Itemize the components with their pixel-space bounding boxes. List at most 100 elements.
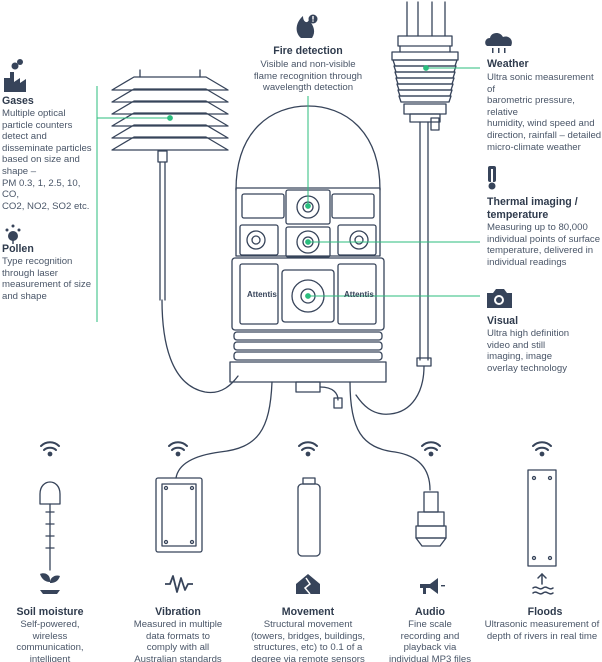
visual-title: Visual <box>487 315 519 327</box>
desc-line: CO2, NO2, SO2 etc. <box>2 200 90 212</box>
desc-line: Visible and non-visible <box>260 59 356 70</box>
desc-line: micro-climate weather <box>487 141 581 153</box>
thermometer-icon <box>488 166 496 190</box>
desc-line: particle counters <box>2 119 73 131</box>
fire-detection-desc: Visible and non-visible flame recognitio… <box>228 59 388 94</box>
desc-line: Structural movement <box>263 619 353 630</box>
desc-line: depth of rivers in real time <box>486 630 598 642</box>
wifi-icon <box>40 441 60 457</box>
cloud-rain-icon <box>485 32 512 53</box>
title-line: temperature <box>487 209 549 221</box>
soil-probe <box>39 481 61 571</box>
megaphone-icon <box>420 578 445 594</box>
desc-line: temperature, delivered in <box>487 245 594 257</box>
camera-icon <box>487 289 512 308</box>
pollen-desc: Type recognition through laser measureme… <box>2 256 96 302</box>
wifi-icon <box>421 441 441 457</box>
desc-line: Self-powered, <box>20 619 80 630</box>
desc-line: disseminate particles <box>2 142 92 154</box>
desc-line: PM 0.3, 1, 2.5, 10, CO, <box>2 177 81 201</box>
desc-line: degree via remote sensors <box>251 653 365 662</box>
desc-line: Ultrasonic measurement of <box>484 619 600 630</box>
desc-line: intelligent <box>29 653 71 662</box>
desc-line: based on size and <box>2 154 80 166</box>
floods-desc: Ultrasonic measurement of depth of river… <box>482 619 602 642</box>
connector-fire <box>305 96 311 209</box>
plant-sprout-icon <box>40 573 60 594</box>
vibration-box <box>155 477 203 553</box>
wifi-icon <box>532 441 552 457</box>
desc-line: individual points of surface <box>487 233 601 245</box>
desc-line: recording and <box>400 630 460 642</box>
weather-title: Weather <box>487 58 529 70</box>
camera-housing <box>175 105 431 491</box>
soil-title: Soil moisture <box>16 606 84 618</box>
connector-weather <box>423 65 480 71</box>
gases-title: Gases <box>2 95 34 107</box>
desc-line: (towers, bridges, buildings, <box>250 630 366 642</box>
title-line: Thermal imaging / <box>487 196 578 208</box>
fire-detection-title: Fire detection <box>273 45 343 57</box>
desc-line: Measured in multiple <box>133 619 223 630</box>
desc-line: and shape <box>2 290 47 302</box>
brand-label-right: Attentis <box>344 290 374 299</box>
desc-line: Ultra high definition <box>487 328 570 339</box>
desc-line: comply with all <box>146 642 210 654</box>
pollen-icon <box>5 224 21 244</box>
desc-line: imaging, image <box>487 351 553 363</box>
visual-desc: Ultra high definition video and still im… <box>487 328 602 374</box>
desc-line: individual readings <box>487 256 567 268</box>
desc-line: Australian standards <box>134 653 222 662</box>
vibration-title: Vibration <box>155 606 201 618</box>
movement-desc: Structural movement (towers, bridges, bu… <box>238 619 378 662</box>
desc-line: Fine scale <box>408 619 452 630</box>
desc-line: flame recognition through <box>253 70 363 82</box>
desc-line: overlay technology <box>487 362 567 374</box>
flame-alert-icon <box>296 14 318 38</box>
wifi-icon <box>168 441 188 457</box>
soil-desc: Self-powered, wireless communication, in… <box>0 619 100 662</box>
desc-line: Measuring up to 80,000 <box>487 222 588 233</box>
audio-title: Audio <box>414 606 445 618</box>
vibration-wave-icon <box>165 575 193 593</box>
movement-cylinder <box>297 477 321 557</box>
thermal-desc: Measuring up to 80,000 individual points… <box>487 222 602 268</box>
broken-house-icon <box>296 574 320 595</box>
desc-line: wireless <box>32 630 68 642</box>
desc-line: data formats to <box>146 630 210 642</box>
desc-line: shape – <box>2 165 37 177</box>
connector-thermal <box>305 239 480 245</box>
desc-line: detect and <box>2 131 47 143</box>
desc-line: humidity, wind speed and <box>487 118 595 130</box>
desc-line: Type recognition <box>2 256 73 267</box>
desc-line: barometric pressure, relative <box>487 95 575 118</box>
factory-smoke-icon <box>4 59 26 92</box>
weather-station <box>355 1 459 415</box>
water-level-icon <box>532 572 554 595</box>
desc-line: wavelength detection <box>262 82 354 94</box>
floods-title: Floods <box>527 606 563 618</box>
desc-line: direction, rainfall – detailed <box>487 129 602 141</box>
radiation-shield <box>111 69 239 394</box>
audio-microphone <box>415 491 447 547</box>
gases-desc: Multiple optical particle counters detec… <box>2 108 96 212</box>
wifi-icon <box>298 441 318 457</box>
desc-line: video and still <box>487 339 546 351</box>
movement-title: Movement <box>281 606 335 618</box>
connector-gases <box>96 86 173 322</box>
desc-line: measurement of size <box>2 279 92 291</box>
audio-desc: Fine scale recording and playback via in… <box>375 619 485 662</box>
thermal-title: Thermal imaging / temperature <box>487 196 602 222</box>
desc-line: structures, etc) to 0.1 of a <box>253 642 363 654</box>
desc-line: communication, <box>16 642 84 654</box>
weather-desc: Ultra sonic measurement of barometric pr… <box>487 72 602 153</box>
desc-line: through laser <box>2 267 58 279</box>
desc-line: playback via <box>403 642 457 654</box>
flood-sensor-plate <box>527 469 557 567</box>
pollen-title: Pollen <box>2 243 34 255</box>
brand-label-left: Attentis <box>247 290 277 299</box>
vibration-desc: Measured in multiple data formats to com… <box>113 619 243 662</box>
desc-line: individual MP3 files <box>388 653 472 662</box>
connector-visual <box>305 293 480 299</box>
